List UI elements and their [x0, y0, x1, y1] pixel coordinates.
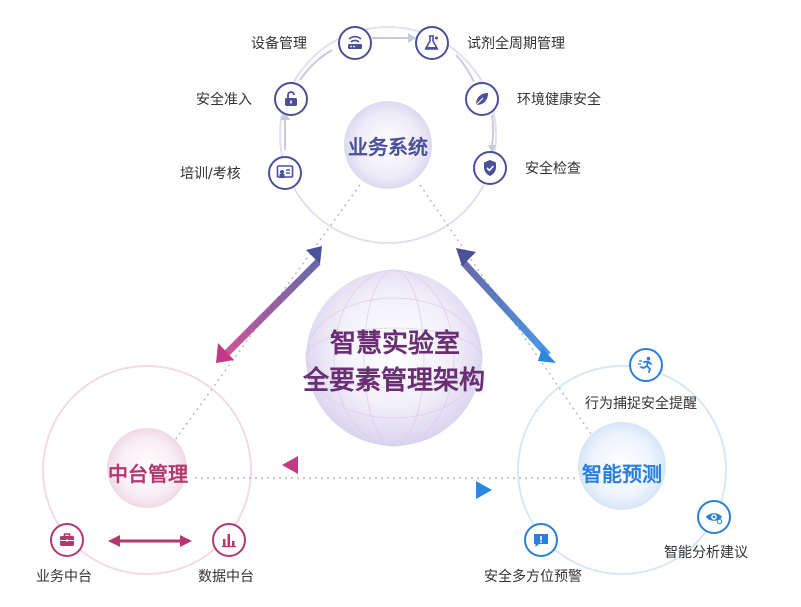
center-mesh [305, 269, 483, 447]
business-hub-sphere [344, 101, 432, 189]
double-arrow [108, 535, 192, 547]
presentation-icon[interactable] [268, 156, 302, 190]
business-hub-title: 业务系统 [348, 135, 428, 159]
alert-message-icon[interactable] [524, 523, 558, 557]
predict-hub-sphere [578, 422, 666, 510]
node-training-label: 培训/考核 [180, 166, 241, 182]
leaf-icon[interactable] [465, 82, 499, 116]
predict-ring [517, 365, 727, 575]
node-check-label: 安全检查 [525, 161, 581, 177]
node-data-platform-label: 数据中台 [198, 569, 254, 585]
middle-hub-sphere [107, 428, 187, 508]
predict-hub-title: 智能预测 [582, 462, 662, 486]
center-title-line1: 智慧实验室 [329, 329, 460, 359]
router-icon[interactable] [338, 26, 372, 60]
flow-arrows [216, 246, 556, 499]
node-biz-platform-label: 业务中台 [36, 569, 92, 585]
shield-check-icon[interactable] [473, 151, 507, 185]
business-ring [279, 26, 497, 244]
bar-chart-icon[interactable] [212, 523, 246, 557]
unlock-icon[interactable] [274, 82, 308, 116]
running-person-icon[interactable] [629, 348, 663, 382]
flask-icon[interactable] [415, 26, 449, 60]
business-orbit [284, 37, 495, 150]
middle-ring [42, 365, 252, 575]
node-access-label: 安全准入 [196, 92, 252, 108]
center-title-line2: 全要素管理架构 [302, 366, 485, 396]
node-warning-label: 安全多方位预警 [484, 569, 582, 585]
center-sphere [306, 270, 482, 446]
briefcase-icon[interactable] [50, 523, 84, 557]
node-env-label: 环境健康安全 [517, 92, 601, 108]
node-advice-label: 智能分析建议 [664, 545, 748, 561]
node-behavior-label: 行为捕捉安全提醒 [585, 396, 697, 412]
eye-icon[interactable] [697, 500, 731, 534]
node-device-label: 设备管理 [251, 36, 307, 52]
middle-hub-title: 中台管理 [108, 462, 188, 486]
node-reagent-label: 试剂全周期管理 [467, 36, 565, 52]
business-orbit-heads [280, 33, 496, 153]
